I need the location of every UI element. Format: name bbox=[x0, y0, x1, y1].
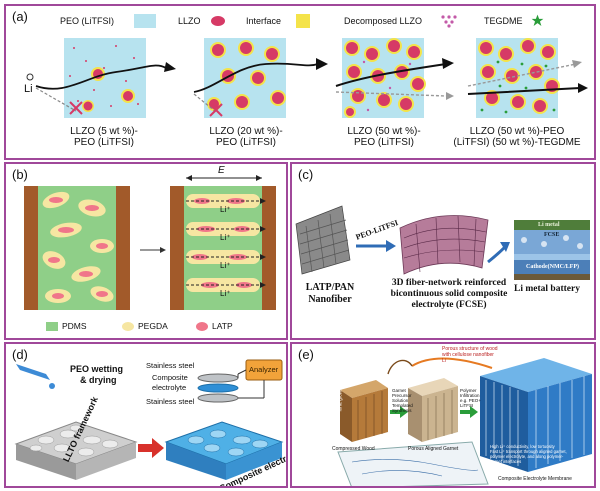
caption-1-line-1: LLZO (5 wt %)- bbox=[44, 126, 164, 137]
porous-garnet-block bbox=[408, 378, 458, 442]
pipette-icon bbox=[16, 364, 55, 389]
step1-label: Garnet Precursor Solution Templated Synt… bbox=[392, 388, 413, 413]
membrane-label: Composite Electrolyte Membrane bbox=[498, 474, 572, 485]
stainless-steel-bottom-label: Stainless steel bbox=[146, 396, 194, 407]
pegda-label: PEGDA bbox=[138, 321, 168, 332]
stainless-steel-top-label: Stainless steel bbox=[146, 360, 194, 371]
compressed-wood-label: Compressed Wood bbox=[332, 444, 375, 455]
battery-label: Li metal battery bbox=[514, 284, 580, 295]
caption-2-line-2: PEO (LiTFSI) bbox=[186, 137, 306, 148]
fcse-label: 3D fiber-network reinforced bicontinuous… bbox=[384, 278, 514, 311]
panel-e-schematic bbox=[292, 344, 596, 488]
pegda-swatch bbox=[122, 322, 134, 331]
caption-box-4: LLZO (50 wt %)-PEO (LiTFSI) (50 wt %)-TE… bbox=[442, 126, 592, 148]
caption-box-1: LLZO (5 wt %)- PEO (LiTFSI) bbox=[44, 126, 164, 148]
caption-box-2: LLZO (20 wt %)- PEO (LiTFSI) bbox=[186, 126, 306, 148]
li-ion-label-3: Li⁺ bbox=[220, 260, 230, 271]
porous-garnet-label: Porous Aligned Garnet bbox=[408, 444, 458, 455]
fcse-label-line-2: bicontinuous solid composite bbox=[384, 289, 514, 300]
schematic-box-5wt bbox=[64, 38, 146, 118]
pdms-label: PDMS bbox=[62, 321, 87, 332]
caption-4-line-2: (LiTFSI) (50 wt %)-TEGDME bbox=[442, 137, 592, 148]
cell-stack bbox=[198, 374, 238, 402]
membrane-bullets: High Li⁺ conductivity, low tortuosity Fa… bbox=[490, 444, 567, 464]
step1-line-5: Synthesis bbox=[392, 408, 413, 413]
nanofiber-mat bbox=[296, 206, 350, 274]
caption-4-line-1: LLZO (50 wt %)-PEO bbox=[442, 126, 592, 137]
nanofiber-label: LATP/PAN Nanofiber bbox=[294, 282, 366, 306]
fcse-mat bbox=[400, 216, 488, 275]
wood-note: Porous structure of wood with cellulose … bbox=[442, 346, 498, 364]
schematic-box-50wt bbox=[342, 38, 426, 118]
schematic-box-tegdme bbox=[476, 38, 560, 118]
nanofiber-label-line-1: LATP/PAN bbox=[294, 282, 366, 294]
fcse-label-line-1: 3D fiber-network reinforced bbox=[384, 278, 514, 289]
latp-swatch bbox=[196, 322, 208, 331]
ion-growth-label: Ionic growth direction bbox=[335, 369, 346, 412]
field-e-label: E bbox=[218, 165, 225, 176]
li-ion-label-4: Li⁺ bbox=[220, 288, 230, 299]
fcse-label-line-3: electrolyte (FCSE) bbox=[384, 300, 514, 311]
latp-label: LATP bbox=[212, 321, 233, 332]
panel-e: (e) bbox=[290, 342, 596, 488]
wood-note-line-3: Li bbox=[442, 358, 498, 364]
composite-label-line-2: electrolyte bbox=[152, 382, 186, 393]
step2-line-4: LiTFSI bbox=[460, 403, 481, 408]
caption-3-line-2: PEO (LiTFSI) bbox=[324, 137, 444, 148]
schematic-box-20wt bbox=[204, 38, 286, 118]
caption-3-line-1: LLZO (50 wt %)- bbox=[324, 126, 444, 137]
peo-wetting-line-2: & drying bbox=[70, 375, 123, 386]
wood-note-line-2: with cellulose nanofiber bbox=[442, 352, 498, 358]
analyzer-label: Analyzer bbox=[249, 364, 278, 375]
pdms-swatch bbox=[46, 322, 58, 331]
li-ion-label-1: Li⁺ bbox=[220, 204, 230, 215]
step2-label: Polymer Infiltration e.g. PEO+ LiTFSI bbox=[460, 388, 481, 408]
panel-c: (c) LATP/P bbox=[290, 162, 596, 340]
cathode-layer-label: Cathode(NMC/LFP) bbox=[526, 262, 579, 273]
panel-a: (a) PEO (LiTFSI) LLZO Interface Decompos… bbox=[4, 4, 596, 160]
compressed-wood-block bbox=[340, 380, 388, 442]
panel-b-schematic bbox=[6, 164, 288, 340]
caption-2-line-1: LLZO (20 wt %)- bbox=[186, 126, 306, 137]
panel-c-schematic bbox=[292, 164, 596, 340]
panel-d: (d) bbox=[4, 342, 288, 488]
peo-wetting-label: PEO wetting & drying bbox=[70, 364, 123, 386]
caption-1-line-2: PEO (LiTFSI) bbox=[44, 137, 164, 148]
nanofiber-label-line-2: Nanofiber bbox=[294, 294, 366, 306]
bullet-line-4: garnet interfaces bbox=[490, 459, 567, 464]
panel-b: (b) bbox=[4, 162, 288, 340]
fcse-layer-label: FCSE bbox=[544, 230, 559, 241]
peo-wetting-line-1: PEO wetting bbox=[70, 364, 123, 375]
caption-box-3: LLZO (50 wt %)- PEO (LiTFSI) bbox=[324, 126, 444, 148]
li-ion-label-2: Li⁺ bbox=[220, 232, 230, 243]
